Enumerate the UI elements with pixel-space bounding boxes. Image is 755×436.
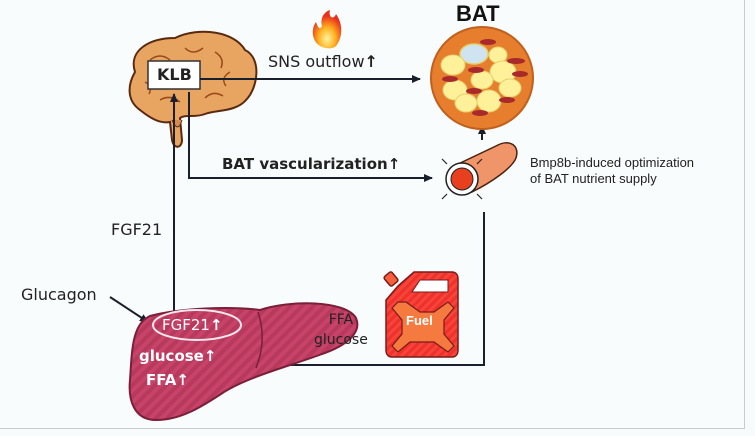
liver-glucose-text: glucose: [139, 347, 204, 365]
vessel-caption-line-2: of BAT nutrient supply: [530, 171, 657, 186]
fgf21-edge-label: FGF21: [111, 220, 163, 239]
increase-arrow-icon: ↑: [387, 155, 401, 173]
liver-icon: [128, 302, 359, 422]
nutrients-ffa: FFA: [328, 312, 354, 328]
vessel-caption: Bmp8b-induced optimization of BAT nutrie…: [530, 155, 694, 187]
flame-icon: [312, 10, 342, 49]
liver-fgf21-label: FGF21↑: [162, 316, 223, 334]
nutrients-glucose: glucose: [314, 332, 368, 348]
bat-title: BAT: [456, 1, 500, 26]
vascularization-text: BAT vascularization: [222, 155, 388, 173]
blood-vessel-icon: [441, 142, 518, 200]
increase-arrow-icon: ↑: [176, 371, 189, 389]
sns-outflow-text: SNS outflow: [268, 52, 365, 71]
klb-box: [147, 60, 201, 90]
glucagon-arrow: [109, 296, 149, 323]
increase-arrow-icon: ↑: [203, 347, 217, 365]
fuel-can-icon: [383, 271, 459, 358]
nutrients-label: FFA glucose: [314, 310, 368, 350]
diagram-frame: [0, 0, 745, 429]
increase-arrow-icon: ↑: [209, 316, 223, 334]
vascularization-arrow: [188, 92, 433, 182]
nutrient-supply-line: [228, 212, 485, 366]
increase-arrow-icon: ↑: [364, 52, 378, 71]
liver-glucose-label: glucose↑: [139, 347, 216, 365]
klb-label: KLB: [157, 65, 192, 84]
liver-fgf21-text: FGF21: [162, 316, 210, 334]
fuel-label: Fuel: [406, 313, 433, 328]
bat-cell-icon: [430, 26, 534, 130]
liver-ffa-label: FFA↑: [146, 371, 189, 389]
vascularization-label: BAT vascularization↑: [222, 155, 400, 173]
sns-outflow-label: SNS outflow↑: [268, 52, 378, 71]
vessel-caption-line-1: Bmp8b-induced optimization: [530, 155, 695, 170]
liver-ffa-text: FFA: [146, 371, 177, 389]
glucagon-label: Glucagon: [21, 285, 97, 304]
